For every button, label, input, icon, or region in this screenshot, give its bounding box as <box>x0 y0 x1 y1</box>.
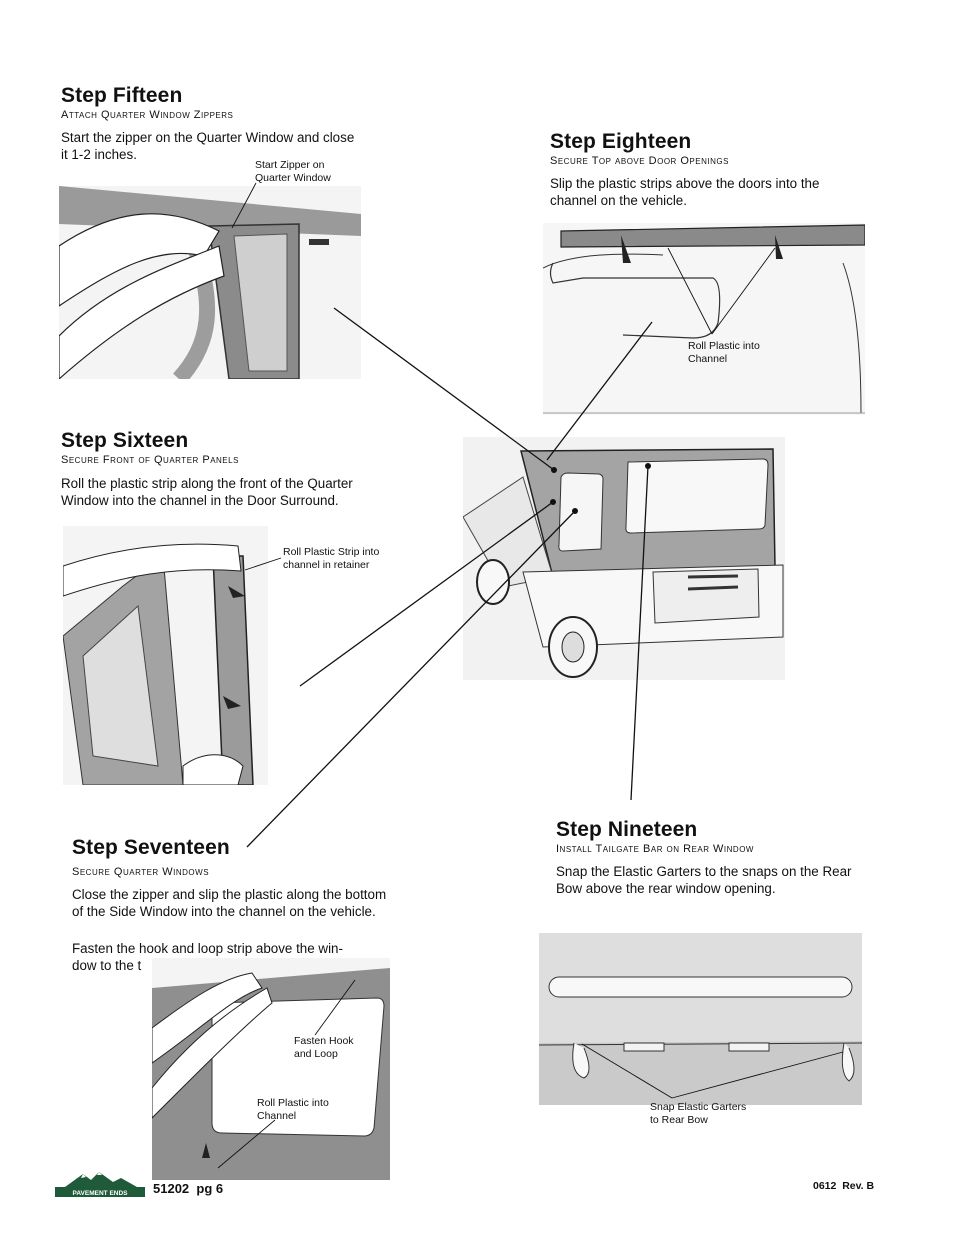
step-seventeen-subtitle: Secure Quarter Windows <box>72 866 210 878</box>
step-eighteen-body: Slip the plastic strips above the doors … <box>550 176 820 208</box>
step-seventeen-callout-hook-loop: Fasten Hook and Loop <box>294 1035 354 1060</box>
step-fifteen-callout: Start Zipper on Quarter Window <box>255 159 331 184</box>
svg-text:PAVEMENT ENDS: PAVEMENT ENDS <box>72 1190 128 1197</box>
page-reference: 51202 pg 6 <box>153 1181 224 1196</box>
step-eighteen-title: Step Eighteen <box>550 130 692 153</box>
step-eighteen-callout: Roll Plastic into Channel <box>688 340 760 365</box>
step-sixteen-body: Roll the plastic strip along the front o… <box>61 476 353 508</box>
step-nineteen-callout: Snap Elastic Garters to Rear Bow <box>650 1101 747 1126</box>
step-seventeen-body-2: Fasten the hook and loop strip above the… <box>72 941 343 973</box>
step-sixteen-subtitle: Secure Front of Quarter Panels <box>61 454 239 466</box>
revision-label: 0612 Rev. B <box>813 1180 875 1192</box>
step-eighteen-subtitle: Secure Top above Door Openings <box>550 155 729 167</box>
step-fifteen-body: Start the zipper on the Quarter Window a… <box>61 130 355 162</box>
jeep-overview-illustration <box>463 437 785 680</box>
step-sixteen-title: Step Sixteen <box>61 429 189 452</box>
step-fifteen-subtitle: Attach Quarter Window Zippers <box>61 109 234 121</box>
step-seventeen-illustration <box>152 958 390 1180</box>
step-fifteen-illustration <box>59 186 361 379</box>
step-nineteen-title: Step Nineteen <box>556 818 698 841</box>
step-nineteen-illustration <box>539 933 862 1105</box>
step-seventeen-title: Step Seventeen <box>72 836 230 859</box>
step-fifteen-title: Step Fifteen <box>61 84 183 107</box>
step-nineteen-subtitle: Install Tailgate Bar on Rear Window <box>556 843 754 855</box>
step-seventeen-callout-roll-plastic: Roll Plastic into Channel <box>257 1097 329 1122</box>
step-seventeen-body-1: Close the zipper and slip the plastic al… <box>72 887 387 919</box>
pavement-ends-logo: PAVEMENT ENDS <box>55 1170 145 1198</box>
step-sixteen-callout: Roll Plastic Strip into channel in retai… <box>283 546 380 571</box>
step-nineteen-body: Snap the Elastic Garters to the snaps on… <box>556 864 852 896</box>
step-sixteen-illustration <box>63 526 268 785</box>
